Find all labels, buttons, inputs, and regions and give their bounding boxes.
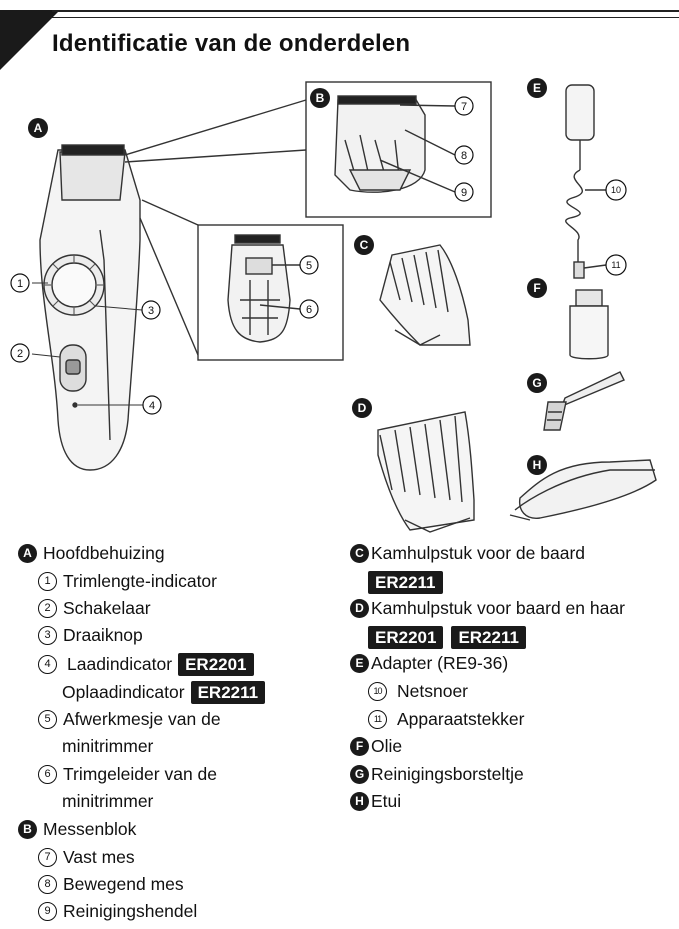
svg-text:6: 6 [306, 304, 312, 316]
badge-c-icon: C [350, 544, 369, 563]
legend-item-11: 11 Apparaatstekker [368, 709, 524, 730]
svg-text:9: 9 [461, 187, 467, 199]
legend-item-h: H Etui [350, 791, 401, 812]
legend-item-g: G Reinigingsborsteltje [350, 764, 524, 785]
callout-8: 8 [454, 145, 474, 165]
callout-5: 5 [299, 255, 319, 275]
header-corner-triangle [0, 10, 60, 70]
page-title: Identificatie van de onderdelen [52, 30, 411, 57]
legend-item-4b: Oplaadindicator ER2211 [62, 681, 266, 704]
legend-item-8: 8 Bewegend mes [38, 874, 184, 895]
badge-h-icon: H [527, 455, 547, 475]
svg-text:G: G [532, 376, 541, 390]
legend-item-f: F Olie [350, 736, 402, 757]
badge-a-icon: A [18, 544, 37, 563]
svg-text:E: E [533, 81, 541, 95]
legend-item-c: C Kamhulpstuk voor de baard [350, 543, 585, 564]
badge-f-icon: F [350, 737, 369, 756]
svg-text:3: 3 [148, 305, 154, 317]
svg-text:10: 10 [611, 185, 621, 195]
legend-item-5: 5 Afwerkmesje van de [38, 709, 221, 730]
svg-text:2: 2 [17, 348, 23, 360]
badge-g-icon: G [350, 765, 369, 784]
svg-text:C: C [360, 238, 369, 252]
svg-text:D: D [358, 401, 367, 415]
callout-11: 11 [605, 254, 627, 276]
badge-c-icon: C [354, 235, 374, 255]
svg-text:B: B [316, 91, 325, 105]
parts-illustration: A B C D E F G H 1 2 3 4 5 6 7 8 9 10 11 [10, 78, 657, 533]
legend-item-6-cont: minitrimmer [62, 791, 154, 811]
legend-item-a: A Hoofdbehuizing [18, 543, 165, 564]
callout-10: 10 [605, 179, 627, 201]
model-badge: ER2201 [368, 626, 444, 649]
svg-text:5: 5 [306, 260, 312, 272]
badge-g-icon: G [527, 373, 547, 393]
svg-text:7: 7 [461, 101, 467, 113]
callout-3: 3 [95, 300, 161, 320]
legend-item-3: 3 Draaiknop [38, 625, 143, 646]
svg-text:8: 8 [461, 150, 467, 162]
svg-text:A: A [34, 121, 43, 135]
badge-e-icon: E [527, 78, 547, 98]
header-rule-bottom [52, 17, 679, 18]
callout-2: 2 [10, 343, 61, 363]
callout-4: 4 [78, 395, 162, 415]
callout-7: 7 [454, 96, 474, 116]
badge-d-icon: D [350, 599, 369, 618]
callout-1: 1 [10, 273, 48, 293]
legend-item-6: 6 Trimgeleider van de [38, 764, 217, 785]
legend-item-2: 2 Schakelaar [38, 598, 151, 619]
model-badge: ER2201 [178, 653, 254, 676]
legend-item-4: 4 Laadindicator ER2201 [38, 653, 254, 676]
legend-item-b: B Messenblok [18, 819, 136, 840]
legend-item-10: 10 Netsnoer [368, 681, 468, 702]
legend-item-1: 1 Trimlengte-indicator [38, 571, 217, 592]
callout-9: 9 [454, 182, 474, 202]
header-rule-top [52, 10, 679, 12]
badge-f-icon: F [527, 278, 547, 298]
badge-b-icon: B [18, 820, 37, 839]
callout-6: 6 [299, 299, 319, 319]
legend-item-c-model: ER2211 [368, 571, 443, 594]
badge-h-icon: H [350, 792, 369, 811]
model-badge: ER2211 [451, 626, 526, 649]
svg-text:F: F [533, 281, 540, 295]
model-badge: ER2211 [190, 681, 266, 704]
badge-b-icon: B [310, 88, 330, 108]
legend-item-d-models: ER2201 ER2211 [368, 626, 526, 649]
legend-item-e: E Adapter (RE9-36) [350, 653, 508, 674]
svg-text:H: H [533, 458, 542, 472]
svg-text:4: 4 [149, 400, 155, 412]
legend-item-7: 7 Vast mes [38, 847, 135, 868]
svg-text:1: 1 [17, 278, 23, 290]
badge-a-icon: A [28, 118, 48, 138]
badge-e-icon: E [350, 654, 369, 673]
badge-d-icon: D [352, 398, 372, 418]
svg-text:11: 11 [611, 260, 620, 270]
legend-item-d: D Kamhulpstuk voor baard en haar [350, 598, 625, 619]
legend-item-5-cont: minitrimmer [62, 736, 154, 756]
legend-item-9: 9 Reinigingshendel [38, 901, 197, 922]
model-badge: ER2211 [368, 571, 443, 594]
